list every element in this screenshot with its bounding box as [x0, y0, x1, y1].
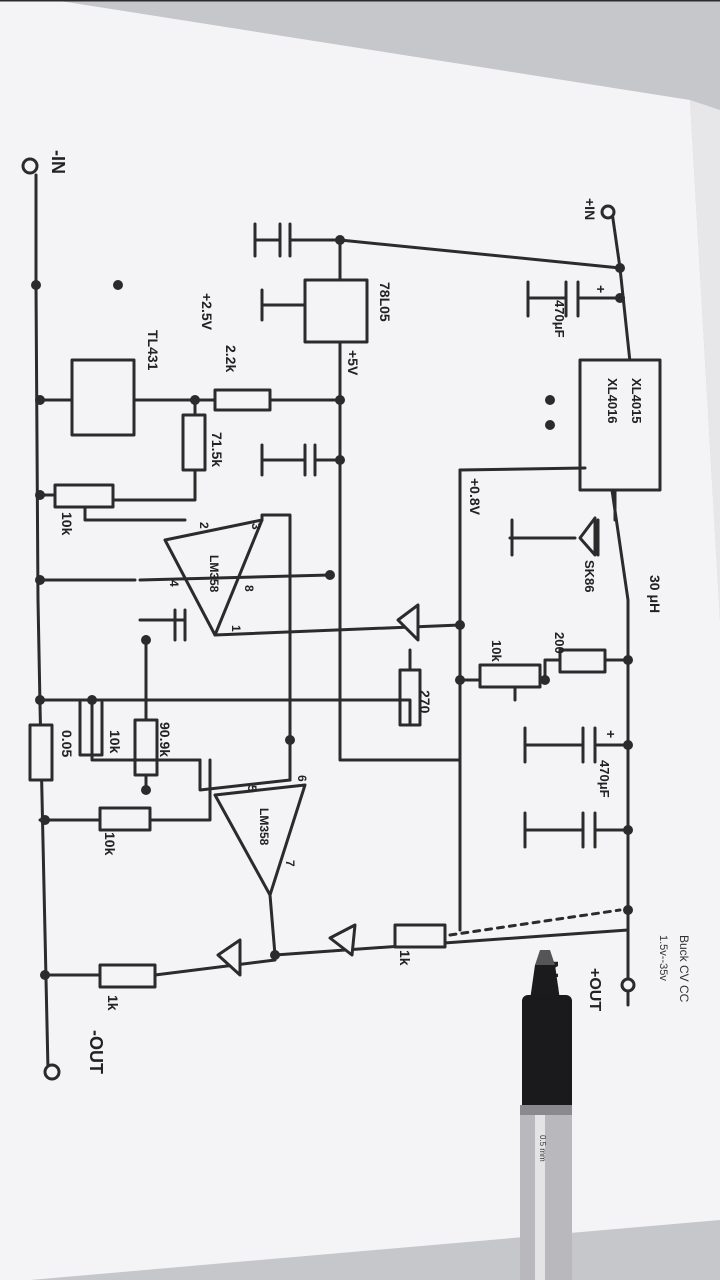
lm358-b	[213, 783, 307, 897]
label-71k5: 71.5k	[209, 432, 225, 467]
label-plus-cap-in: +	[593, 285, 609, 293]
label-cap-in: 470μF	[552, 300, 567, 338]
schematic	[0, 0, 720, 1081]
tl431-box	[70, 358, 136, 437]
label-pin7: 7	[283, 860, 297, 867]
label-10k-c: 10k	[107, 730, 123, 754]
label-pin1: 1	[229, 625, 243, 632]
label-10k-d: 10k	[102, 832, 118, 856]
resistor-1k-b	[98, 963, 157, 989]
label-inductor: 30 μH	[647, 575, 663, 613]
label-270: 270	[417, 690, 433, 714]
label-xl4015: XL4015	[629, 378, 644, 424]
78l05-regulator	[303, 278, 369, 344]
label-0.05: 0.05	[59, 730, 75, 757]
resistor-1k-a	[393, 923, 447, 949]
label-pot-10k-b: 10k	[489, 640, 504, 662]
label-1k-a: 1k	[397, 950, 413, 966]
label-subtitle: 1.5v--35v	[657, 935, 669, 981]
label-plus-cap-out: +	[603, 730, 619, 738]
shunt-0.05	[28, 723, 54, 782]
label-pin4: 4	[167, 580, 181, 587]
label-5v: +5V	[345, 350, 361, 376]
resistor-71k5	[181, 413, 207, 472]
xl4015-block	[578, 358, 662, 492]
label-tl431: TL431	[145, 330, 161, 371]
resistor-90k9	[133, 718, 159, 777]
label-pin2: 2	[197, 522, 211, 529]
label-pot-10k-a: 10k	[59, 512, 75, 536]
pot-10k-b	[478, 663, 542, 689]
schematic-labels: +IN -IN +OUT -OUT Buck CV CC 1.5v--35v N…	[48, 150, 691, 1074]
pen-brand: 0.5 mm	[538, 1135, 547, 1162]
pen: 0.5 mm	[520, 950, 572, 1280]
label-out-minus: -OUT	[86, 1030, 106, 1074]
label-xl4016: XL4016	[605, 378, 620, 424]
label-out-plus: +OUT	[586, 968, 603, 1011]
label-2k2: 2.2k	[223, 345, 239, 372]
label-pin3: 3	[249, 523, 263, 530]
label-lm358-b: LM358	[257, 808, 271, 846]
label-1k-b: 1k	[105, 995, 121, 1011]
label-78l05: 78L05	[377, 282, 393, 322]
label-in-minus: -IN	[48, 150, 68, 174]
pot-10k-a	[53, 483, 115, 509]
label-cap-out: 470μF	[597, 760, 612, 798]
label-pin6: 6	[295, 775, 309, 782]
label-0v8: +0.8V	[467, 478, 483, 516]
resistor-2k2	[213, 388, 272, 412]
label-pin8: 8	[242, 585, 256, 592]
label-lm358-a: LM358	[207, 555, 221, 593]
label-2v5: +2.5V	[199, 293, 215, 331]
resistor-10k-d	[98, 806, 152, 832]
label-200: 200	[552, 632, 567, 654]
label-diode: SK86	[582, 560, 597, 593]
label-title: Buck CV CC	[677, 935, 691, 1003]
label-90k9: 90.9k	[157, 722, 173, 757]
junction-dots	[31, 235, 633, 980]
label-pin5: 5	[245, 785, 259, 792]
label-in-plus: +IN	[582, 198, 598, 220]
